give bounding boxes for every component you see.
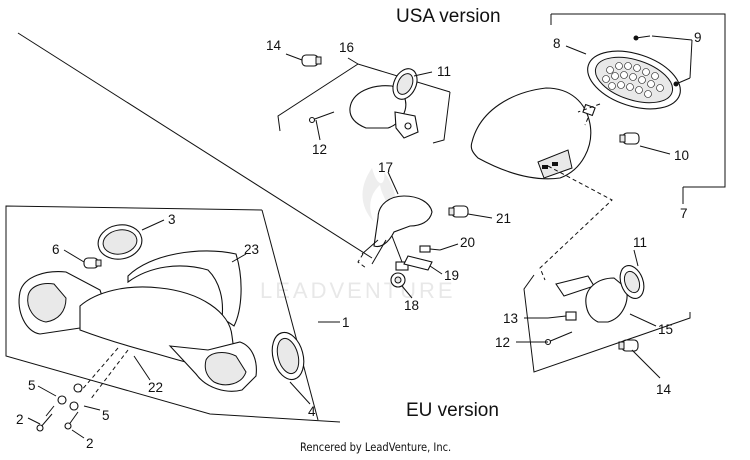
screw-12-eu xyxy=(544,331,573,346)
bulb-21 xyxy=(448,205,469,218)
callout-12-usa: 12 xyxy=(312,142,327,157)
cover-23 xyxy=(127,250,242,327)
callout-2-right: 2 xyxy=(86,436,94,451)
callout-5-right: 5 xyxy=(102,408,110,423)
bulb-6 xyxy=(83,257,102,269)
callout-22: 22 xyxy=(148,380,163,395)
callout-4: 4 xyxy=(308,404,316,419)
version-divider-line xyxy=(17,32,373,259)
bulb-10 xyxy=(619,132,640,145)
group-1-box xyxy=(5,205,341,423)
screws-9 xyxy=(633,35,691,87)
group-7-box xyxy=(551,13,726,188)
rear-fairing xyxy=(470,87,592,180)
plate-19 xyxy=(403,255,433,271)
callout-6: 6 xyxy=(52,242,60,257)
tail-lamp-8 xyxy=(587,50,681,110)
callout-23: 23 xyxy=(244,242,259,257)
callout-20: 20 xyxy=(460,235,475,250)
callout-14-eu: 14 xyxy=(656,382,672,397)
bolt-13 xyxy=(547,311,577,321)
callout-19: 19 xyxy=(444,268,459,283)
license-bracket-17 xyxy=(361,195,433,271)
callout-8: 8 xyxy=(553,36,561,51)
washers-5 xyxy=(57,383,83,411)
callout-2-left: 2 xyxy=(16,412,24,427)
callout-3: 3 xyxy=(168,212,176,227)
usa-turn-signal xyxy=(349,68,419,139)
callout-21: 21 xyxy=(496,211,511,226)
eu-turn-signal xyxy=(555,265,645,323)
usa-version-title: USA version xyxy=(396,6,501,27)
callout-12-eu: 12 xyxy=(495,335,510,350)
callout-11-usa: 11 xyxy=(437,64,451,79)
render-credit: Rencered by LeadVenture, Inc. xyxy=(300,440,452,454)
bulb-14-usa xyxy=(301,54,322,67)
watermark-text: LEADVENTURE xyxy=(260,278,456,303)
lens-4 xyxy=(271,331,305,381)
eu-rear-housing xyxy=(18,271,257,392)
callout-1: 1 xyxy=(342,315,350,330)
screw-20 xyxy=(419,245,441,253)
callout-7: 7 xyxy=(680,206,688,221)
callout-5-left: 5 xyxy=(28,378,36,393)
screw-12-usa xyxy=(308,111,335,124)
callout-10: 10 xyxy=(674,148,689,163)
callout-13: 13 xyxy=(503,311,518,326)
callout-9: 9 xyxy=(694,30,702,45)
callout-18: 18 xyxy=(404,298,419,313)
callout-16: 16 xyxy=(339,40,354,55)
screws-2 xyxy=(36,405,79,432)
callout-17: 17 xyxy=(378,160,393,175)
callout-11-eu: 11 xyxy=(633,235,647,250)
group-15-bracket xyxy=(523,274,691,373)
callouts: 14 16 11 12 8 9 10 7 17 21 20 19 18 11 1… xyxy=(16,30,702,451)
callout-15: 15 xyxy=(658,322,673,337)
watermark: LEADVENTURE xyxy=(260,168,456,303)
nut-18 xyxy=(390,272,406,288)
lens-3 xyxy=(97,224,143,260)
callout-14-usa: 14 xyxy=(266,38,282,53)
eu-version-title: EU version xyxy=(406,400,499,421)
